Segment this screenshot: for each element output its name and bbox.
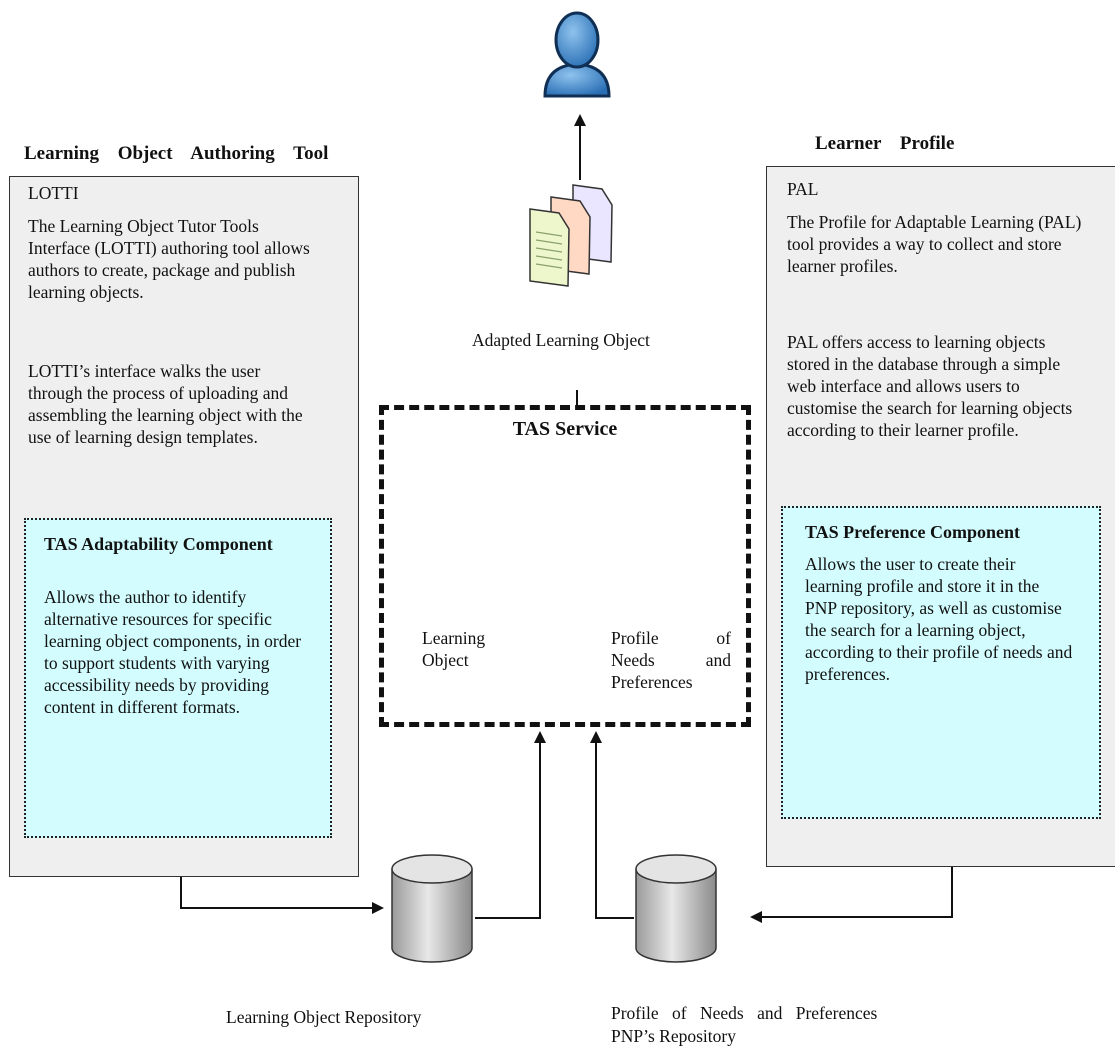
lotti-desc-1: The Learning Object Tutor Tools Interfac… bbox=[28, 216, 310, 302]
pal-to-pnp-repo-arrow bbox=[750, 866, 953, 923]
pnp-label-and: and bbox=[705, 650, 731, 670]
preference-title: TAS Preference Component bbox=[805, 522, 1020, 542]
left-heading: Learning Object Authoring Tool bbox=[24, 143, 329, 164]
lotti-name: LOTTI bbox=[28, 183, 79, 203]
pnp-repository-label-line2: PNP’s Repository bbox=[611, 1026, 736, 1046]
lo-repo-to-tas-arrow bbox=[475, 731, 546, 919]
lotti-desc-2: LOTTI’s interface walks the user through… bbox=[28, 361, 303, 447]
pal-name: PAL bbox=[787, 179, 819, 199]
tas-service-title: TAS Service bbox=[512, 418, 618, 440]
adapted-learning-object-label: Adapted Learning Object bbox=[472, 330, 650, 350]
pal-panel: PAL The Profile for Adaptable Learning (… bbox=[766, 166, 1115, 867]
pal-desc-1: The Profile for Adaptable Learning (PAL)… bbox=[787, 212, 1082, 276]
learning-object-label-line2: Object bbox=[422, 650, 469, 670]
pnp-repository-label-line1: Profile of Needs and Preferences bbox=[611, 1003, 878, 1023]
pnp-label-profile: Profile bbox=[611, 628, 659, 648]
pnp-label-preferences: Preferences bbox=[611, 672, 693, 692]
preference-text: Allows the user to create their learning… bbox=[805, 554, 1073, 684]
lotti-panel: LOTTI The Learning Object Tutor Tools In… bbox=[9, 176, 359, 877]
learning-object-label: Learning Object bbox=[422, 627, 485, 671]
lo-repository-label: Learning Object Repository bbox=[226, 1007, 422, 1027]
lotti-to-repo-arrow bbox=[180, 876, 384, 914]
pnp-label: Profile of Needs and Preferences bbox=[611, 627, 731, 693]
pnp-label-of: of bbox=[716, 628, 731, 648]
tas-preference-component: TAS Preference Component Allows the user… bbox=[781, 506, 1101, 819]
adaptability-title: TAS Adaptability Component bbox=[44, 534, 273, 554]
pnp-repo-to-tas-arrow bbox=[590, 731, 634, 919]
pal-desc-2: PAL offers access to learning objects st… bbox=[787, 332, 1073, 440]
learning-object-label-line1: Learning bbox=[422, 628, 486, 648]
tas-adaptability-component: TAS Adaptability Component Allows the au… bbox=[24, 518, 332, 838]
adaptability-text: Allows the author to identify alternativ… bbox=[44, 587, 302, 717]
right-heading: Learner Profile bbox=[815, 133, 955, 154]
tas-service-box: TAS Service Learning Object Profile of N… bbox=[379, 405, 751, 727]
pnp-label-needs: Needs bbox=[611, 650, 655, 670]
